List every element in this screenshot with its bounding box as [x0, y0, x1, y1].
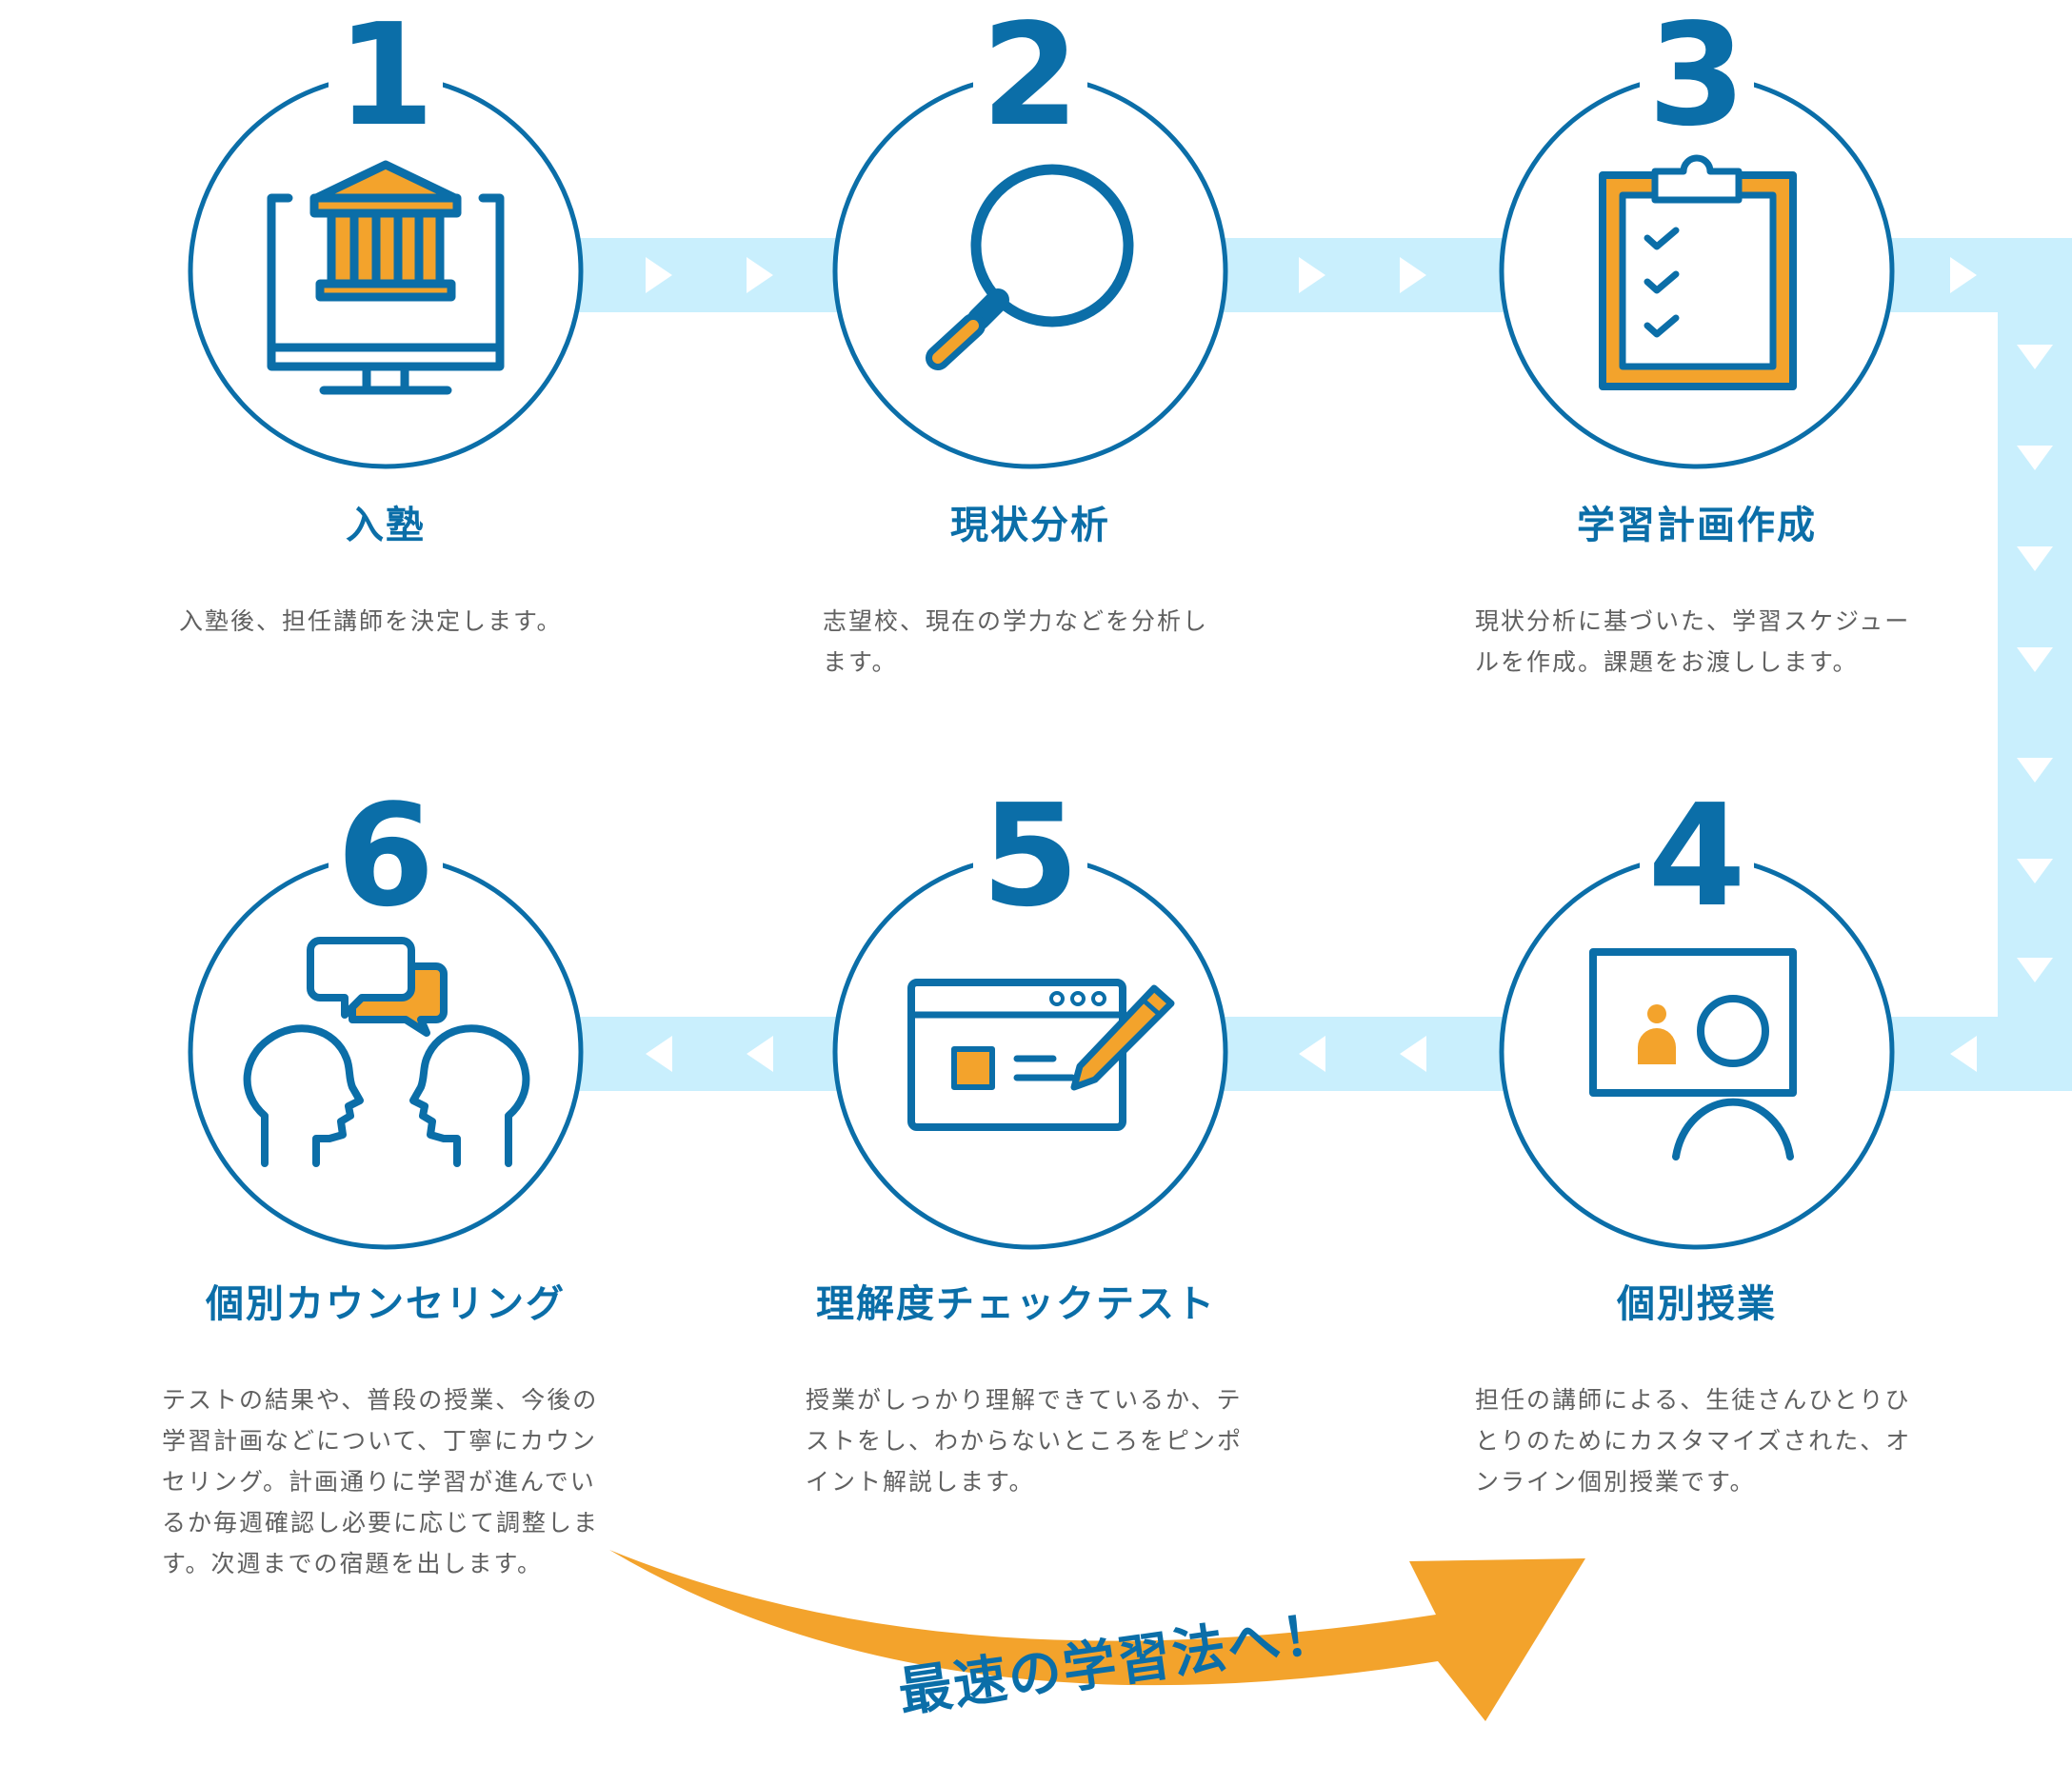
step-5-title: 理解度チェックテスト — [816, 1282, 1216, 1326]
slogan-text: 最速の学習法へ！ — [895, 1601, 1342, 1724]
step-3-description: 現状分析に基づいた、学習スケジュールを作成。課題をお渡しします。 — [1475, 607, 1911, 676]
magnifier-icon — [926, 164, 1134, 370]
step-2-title: 現状分析 — [950, 504, 1110, 547]
step-4-title: 個別授業 — [1617, 1282, 1777, 1326]
step-4-description: 担任の講師による、生徒さんひとりひとりのためにカスタマイズされた、オンライン個別… — [1475, 1386, 1912, 1496]
step-2-description: 志望校、現在の学力などを分析します。 — [823, 607, 1209, 676]
slogan-arrow: 最速の学習法へ！ — [609, 1550, 1585, 1724]
web-test-icon — [907, 979, 1175, 1131]
step-2-number: 2 — [982, 0, 1080, 157]
step-1-description: 入塾後、担任講師を決定します。 — [179, 607, 563, 635]
flow-arrowheads — [646, 257, 2053, 1072]
step-6-number: 6 — [337, 774, 435, 938]
step-1-number: 1 — [337, 0, 435, 157]
step-6-description: テストの結果や、普段の授業、今後の学習計画などについて、丁寧にカウンセリング。計… — [162, 1386, 600, 1577]
step-1-title: 入塾 — [346, 504, 426, 547]
step-4-number: 4 — [1648, 774, 1746, 938]
step-3-number: 3 — [1648, 0, 1746, 157]
online-lesson-icon — [1589, 948, 1797, 1160]
step-6-title: 個別カウンセリング — [206, 1282, 566, 1326]
school-monitor-icon — [267, 160, 505, 395]
step-3-title: 学習計画作成 — [1577, 504, 1817, 547]
step-6-circle: 6 — [188, 774, 584, 1250]
step-5-description: 授業がしっかり理解できているか、テストをし、わからないところをピンポイント解説し… — [806, 1386, 1244, 1496]
clipboard-checklist-icon — [1599, 154, 1797, 390]
step-5-number: 5 — [982, 774, 1080, 938]
counseling-icon — [243, 937, 530, 1167]
